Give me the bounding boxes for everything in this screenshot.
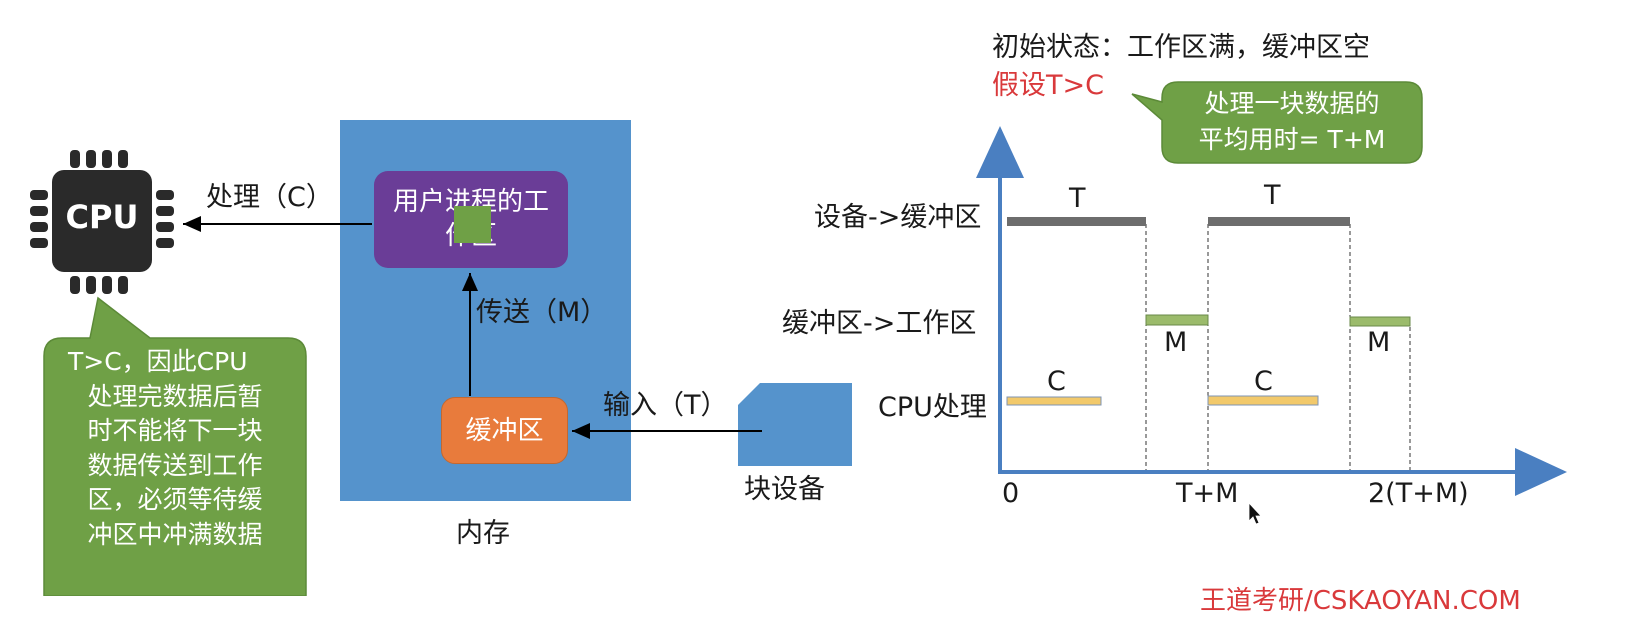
bar-label: C	[1047, 366, 1066, 397]
right-callout-bubble	[1131, 81, 1423, 164]
buffer-box: 缓冲区	[441, 397, 568, 464]
bar-buffer-1	[1145, 314, 1209, 326]
left-arrows	[43, 216, 762, 596]
bar-label: T	[1069, 183, 1086, 214]
cpu-label: CPU	[65, 198, 139, 236]
bar-buffer-2	[1349, 316, 1411, 327]
x-tick-label: T+M	[1176, 478, 1239, 509]
bar-label: M	[1367, 327, 1391, 358]
x-tick-label: 2(T+M)	[1368, 478, 1469, 509]
x-tick-label: 0	[1002, 478, 1020, 509]
transfer-label: 传送（M）	[476, 297, 608, 328]
buffer-label: 缓冲区	[465, 416, 544, 446]
block-device-icon	[738, 383, 852, 466]
timeline-chart	[976, 126, 1567, 525]
memory-label: 内存	[456, 518, 510, 549]
data-block	[454, 206, 491, 243]
cpu-chip: CPU	[28, 148, 178, 296]
row-label-device: 设备->缓冲区	[814, 202, 982, 233]
bar-label: C	[1254, 366, 1273, 397]
bar-label: M	[1164, 327, 1188, 358]
right-callout-text: 处理一块数据的 平均用时= T+M	[1198, 89, 1386, 154]
input-label: 输入（T）	[603, 390, 728, 421]
bar-device-1	[1007, 217, 1146, 226]
bar-cpu-1	[1006, 396, 1102, 406]
row-label-buffer: 缓冲区->工作区	[782, 308, 977, 339]
mouse-cursor-icon	[1248, 501, 1262, 525]
initial-state-text: 初始状态：工作区满，缓冲区空	[992, 32, 1370, 63]
left-callout-text: T>C，因此CPU 处理完数据后暂 时不能将下一块 数据传送到工作 区，必须等待…	[68, 347, 263, 549]
assumption-text: 假设T>C	[992, 70, 1104, 101]
right-callout	[1131, 81, 1423, 164]
device-label: 块设备	[744, 474, 825, 505]
bar-cpu-2	[1207, 395, 1319, 406]
bar-label: T	[1264, 180, 1281, 211]
bar-device-2	[1208, 217, 1350, 226]
row-label-cpu: CPU处理	[878, 392, 987, 423]
left-callout-bubble	[43, 296, 307, 596]
cpu-chip-icon	[30, 150, 174, 294]
process-label: 处理（C）	[206, 182, 333, 213]
watermark: 王道考研/CSKAOYAN.COM	[1200, 586, 1521, 616]
